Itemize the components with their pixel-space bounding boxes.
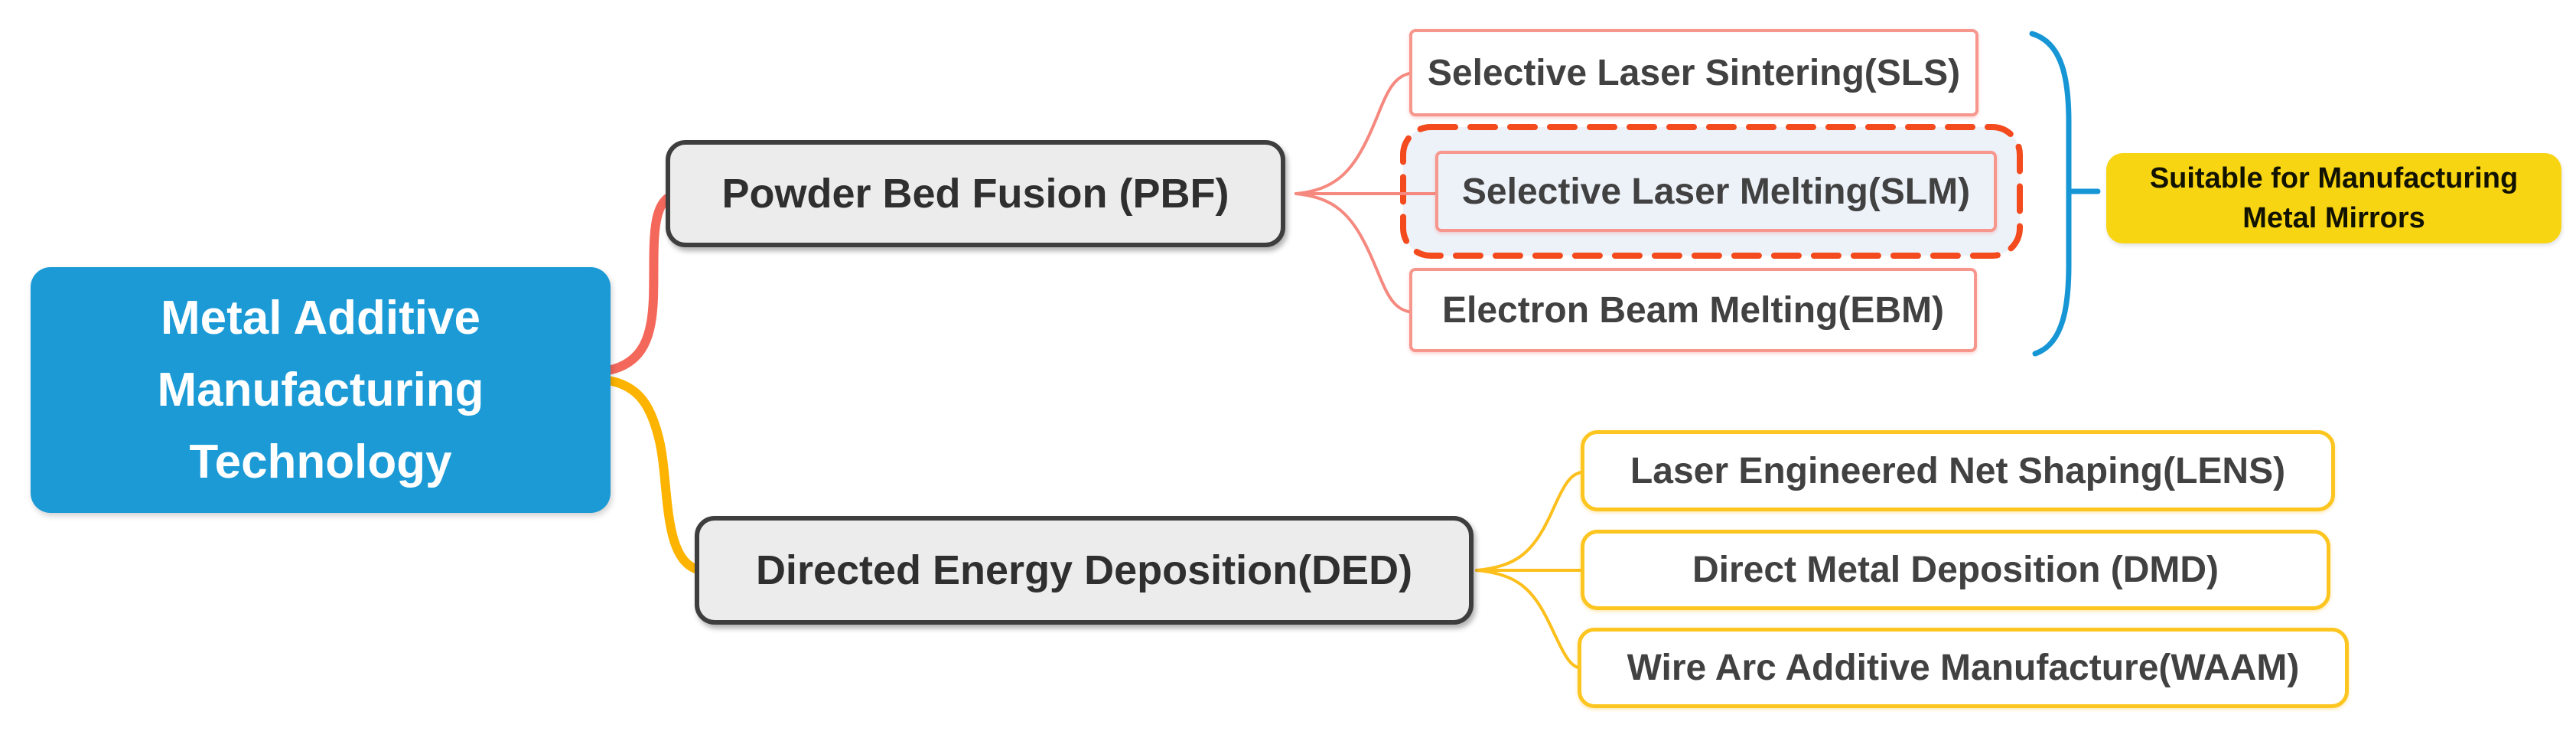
- leaf-slm-label: Selective Laser Melting(SLM): [1461, 171, 1971, 212]
- category-node-pbf: Powder Bed Fusion (PBF): [666, 140, 1285, 247]
- annotation-line2: Metal Mirrors: [2242, 202, 2425, 234]
- annotation-note: Suitable for Manufacturing Metal Mirrors: [2106, 153, 2561, 243]
- root-node-metal-additive: Metal Additive Manufacturing Technology: [31, 267, 611, 513]
- leaf-sls-label: Selective Laser Sintering(SLS): [1427, 52, 1961, 93]
- branch-line-ded: [604, 376, 705, 575]
- connector-pbf-ebm: [1295, 192, 1417, 314]
- leaf-waam-label: Wire Arc Additive Manufacture(WAAM): [1627, 648, 2300, 688]
- root-node-label: Metal Additive Manufacturing Technology: [157, 282, 484, 498]
- leaf-node-sls: Selective Laser Sintering(SLS): [1409, 29, 1978, 116]
- connector-pbf-sls: [1295, 71, 1417, 195]
- category-pbf-label: Powder Bed Fusion (PBF): [721, 171, 1229, 217]
- leaf-node-lens: Laser Engineered Net Shaping(LENS): [1581, 430, 2335, 511]
- grouping-brace: [2029, 31, 2101, 357]
- leaf-dmd-label: Direct Metal Deposition (DMD): [1692, 550, 2219, 590]
- root-label-line1: Metal Additive: [160, 291, 480, 344]
- leaf-lens-label: Laser Engineered Net Shaping(LENS): [1630, 450, 2286, 491]
- connector-ded-lens: [1475, 470, 1588, 572]
- leaf-node-slm: Selective Laser Melting(SLM): [1435, 151, 1997, 232]
- branch-line-pbf: [604, 190, 681, 375]
- root-label-line2: Manufacturing: [157, 363, 484, 416]
- category-node-ded: Directed Energy Deposition(DED): [695, 516, 1474, 625]
- leaf-node-waam: Wire Arc Additive Manufacture(WAAM): [1578, 628, 2349, 708]
- category-ded-label: Directed Energy Deposition(DED): [755, 547, 1413, 593]
- leaf-ebm-label: Electron Beam Melting(EBM): [1441, 289, 1945, 331]
- annotation-line1: Suitable for Manufacturing: [2149, 162, 2519, 194]
- leaf-node-dmd: Direct Metal Deposition (DMD): [1581, 530, 2330, 610]
- root-label-line3: Technology: [189, 435, 452, 488]
- leaf-node-ebm: Electron Beam Melting(EBM): [1409, 268, 1977, 352]
- connector-ded-waam: [1475, 569, 1585, 670]
